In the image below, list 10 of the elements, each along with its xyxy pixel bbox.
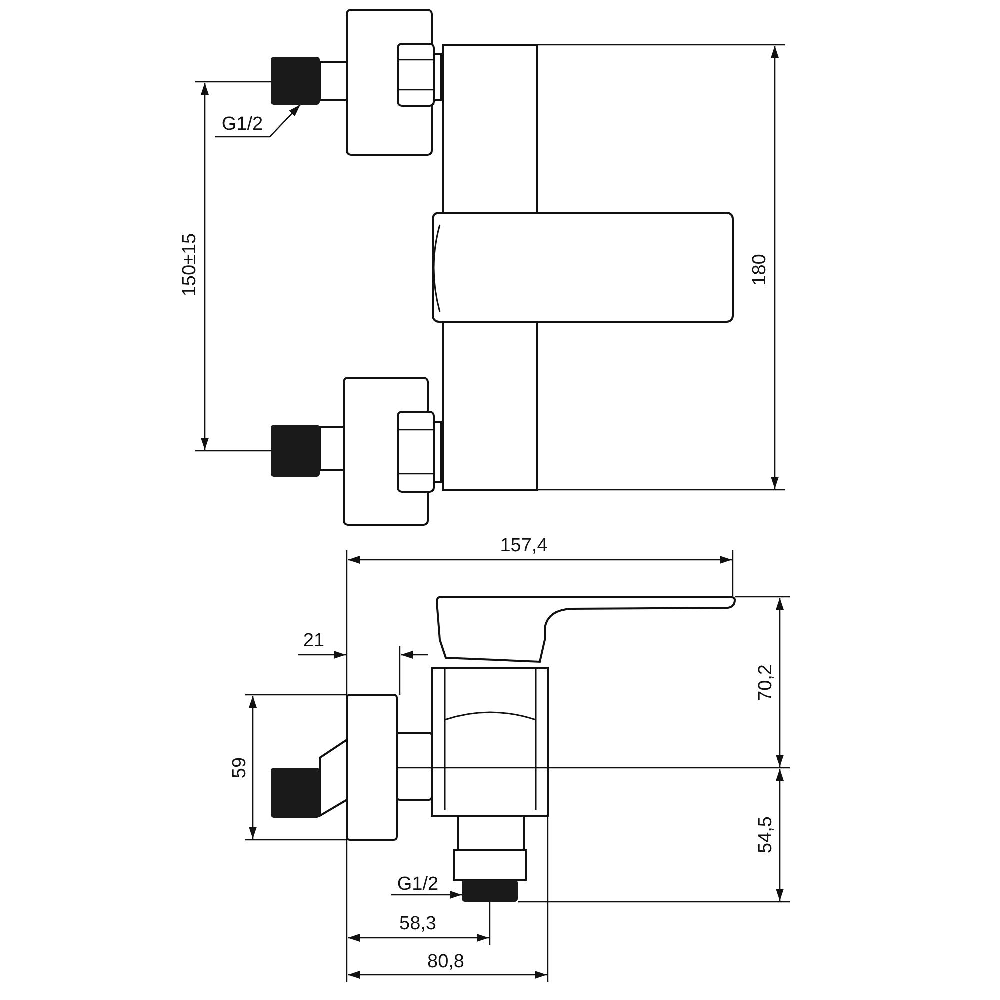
thread-size-label: G1/2 <box>396 874 440 894</box>
dimension-label: 70,2 <box>756 664 776 702</box>
dimension-label: 54,5 <box>756 816 776 854</box>
leader-line <box>215 104 301 138</box>
leader-line <box>391 890 462 899</box>
threaded-connector <box>462 880 518 902</box>
dimension-label: 157,4 <box>499 536 549 556</box>
dimension-label: 58,3 <box>398 914 438 934</box>
dimension-label: 80,8 <box>426 952 466 972</box>
threaded-connector <box>271 57 320 105</box>
